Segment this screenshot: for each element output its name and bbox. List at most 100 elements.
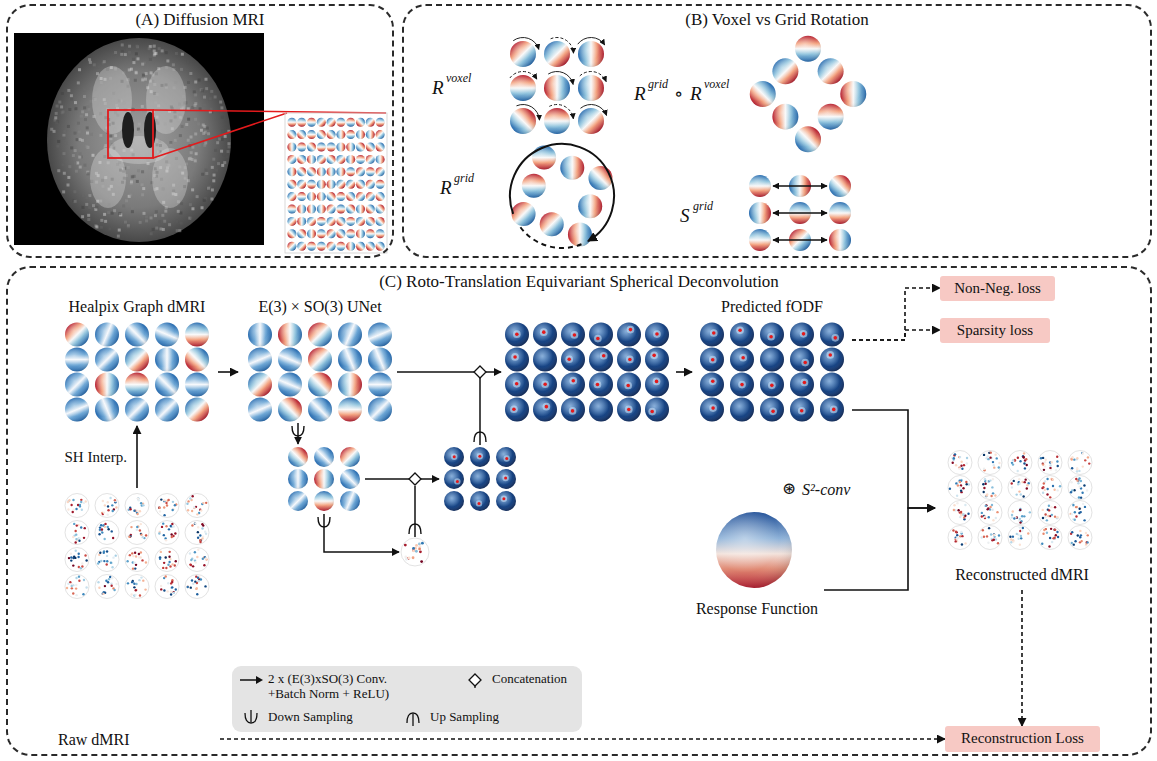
sphere-glyph	[829, 229, 851, 251]
sphere-glyph	[103, 560, 105, 562]
brain-scan	[194, 118, 197, 121]
sphere-glyph	[1017, 457, 1019, 459]
sphere-glyph	[317, 217, 326, 226]
sphere-glyph	[84, 554, 86, 556]
brain-scan	[114, 51, 117, 54]
brain-scan	[83, 106, 86, 109]
brain-scan	[219, 101, 222, 104]
sphere-glyph	[338, 348, 362, 372]
sphere-glyph	[645, 398, 669, 422]
brain-scan	[70, 94, 73, 97]
sphere-glyph	[278, 398, 302, 422]
sphere-glyph	[1043, 482, 1045, 484]
sphere-glyph	[829, 202, 851, 224]
sphere-glyph	[1049, 464, 1051, 466]
sphere-glyph	[983, 467, 985, 469]
sphere-glyph	[78, 566, 80, 568]
sphere-glyph	[327, 229, 336, 238]
sphere-glyph	[589, 373, 613, 397]
sphere-glyph	[166, 504, 168, 506]
sphere-glyph	[356, 242, 365, 251]
sphere-glyph	[968, 483, 970, 485]
sphere-glyph	[346, 229, 355, 238]
brain-scan	[100, 226, 103, 229]
sphere-glyph	[336, 118, 345, 127]
sphere-glyph	[185, 398, 209, 422]
sphere-glyph	[307, 242, 316, 251]
sphere-glyph	[376, 155, 385, 164]
sphere-glyph	[356, 155, 365, 164]
sphere-glyph	[155, 373, 179, 397]
brain-scan	[224, 135, 227, 138]
sphere-glyph	[317, 217, 326, 226]
brain-scan	[177, 210, 180, 213]
sphere-glyph	[135, 589, 137, 591]
brain-scan	[161, 49, 164, 52]
sphere-glyph	[1042, 463, 1044, 465]
sphere-glyph	[366, 143, 375, 152]
sphere-glyph	[67, 582, 69, 584]
sphere-glyph	[135, 589, 137, 591]
sphere-glyph	[307, 130, 316, 139]
sphere-glyph	[336, 143, 345, 152]
brain-scan	[83, 95, 86, 98]
sphere-glyph	[287, 167, 296, 176]
sphere-glyph	[327, 118, 336, 127]
sphere-glyph	[989, 479, 991, 481]
sphere-glyph	[155, 348, 179, 372]
sphere-glyph	[135, 564, 137, 566]
brain-scan	[180, 68, 183, 71]
brain-scan	[68, 165, 71, 168]
sphere-glyph	[136, 529, 138, 531]
brain-scan	[166, 59, 169, 62]
sphere-glyph	[962, 487, 964, 489]
brain-scan	[129, 194, 132, 197]
brain-scan	[187, 118, 190, 121]
sphere-glyph	[160, 498, 162, 500]
sphere-glyph	[104, 585, 106, 587]
brain-scan	[197, 122, 200, 125]
sphere-glyph	[709, 356, 717, 364]
brain-scan	[181, 53, 184, 56]
sphere-glyph	[1076, 479, 1078, 481]
sphere-glyph	[340, 447, 360, 467]
sphere-glyph	[317, 155, 326, 164]
sphere-glyph	[522, 174, 546, 198]
sphere-glyph	[317, 180, 326, 189]
brain-scan	[163, 220, 166, 223]
sphere-glyph	[202, 502, 204, 504]
sphere-glyph	[106, 555, 108, 557]
sphere-glyph	[195, 561, 197, 563]
brain-scan	[152, 228, 155, 231]
sphere-glyph	[578, 108, 604, 134]
sphere-glyph	[948, 476, 972, 500]
sphere-glyph	[515, 382, 519, 386]
sphere-glyph	[336, 180, 345, 189]
sphere-glyph	[820, 398, 844, 422]
sphere-glyph	[65, 373, 89, 397]
sphere-glyph	[307, 242, 316, 251]
brain-scan	[161, 214, 164, 217]
sphere-glyph	[760, 323, 784, 347]
sphere-glyph	[995, 517, 997, 519]
sphere-glyph	[297, 192, 306, 201]
sphere-glyph	[627, 326, 635, 334]
sphere-glyph	[512, 407, 516, 411]
brain-scan	[131, 210, 134, 213]
sphere-glyph	[768, 382, 776, 390]
sphere-glyph	[596, 337, 600, 341]
rotation-arrow	[519, 226, 581, 248]
sphere-glyph	[740, 383, 744, 387]
sphere-glyph	[1042, 463, 1044, 465]
brain-scan	[172, 63, 175, 66]
sphere-glyph	[160, 585, 162, 587]
sphere-glyph	[307, 229, 316, 238]
sphere-glyph	[346, 192, 355, 201]
sphere-glyph	[820, 373, 844, 397]
sphere-glyph	[83, 537, 85, 539]
sphere-glyph	[346, 205, 355, 214]
sphere-glyph	[994, 453, 996, 455]
sphere-glyph	[297, 242, 306, 251]
brain-scan	[207, 132, 210, 135]
brain-scan	[78, 130, 81, 133]
